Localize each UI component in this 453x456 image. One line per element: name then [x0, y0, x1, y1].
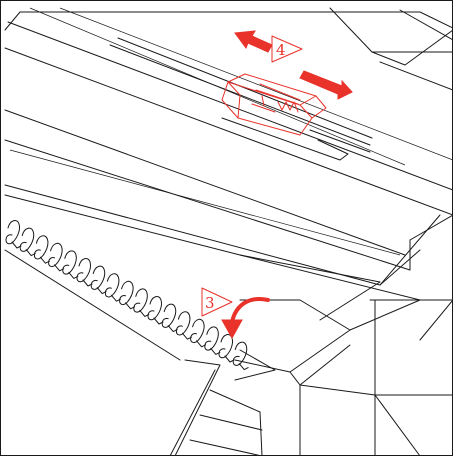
step-3-marker: 3: [201, 287, 233, 317]
step-3-number: 3: [205, 294, 215, 312]
coil-ring: [232, 341, 248, 366]
coil-ring-tip: [11, 241, 22, 249]
step-4-marker: 4: [271, 35, 303, 63]
coil-binding-spine: [5, 220, 249, 371]
coil-ring-tip: [181, 332, 192, 340]
coil-ring: [133, 288, 148, 313]
coil-ring-tip: [125, 302, 136, 310]
coil-ring: [19, 227, 35, 252]
coil-ring-tip: [210, 347, 221, 355]
lower-base: [4, 249, 453, 456]
coil-ring-tip: [96, 287, 107, 295]
coil-ring: [33, 235, 49, 260]
coil-ring-tip: [68, 271, 79, 279]
coil-ring-tip: [224, 355, 235, 363]
cover-plate: [4, 194, 421, 456]
slide-track: [109, 37, 373, 161]
slider-handle: [221, 73, 327, 136]
coil-ring-tip: [196, 340, 207, 348]
coil-ring-tip: [110, 294, 121, 302]
coil-ring-tip: [39, 256, 50, 264]
coil-ring: [175, 311, 191, 336]
coil-ring: [104, 273, 120, 298]
coil-ring-tip: [238, 363, 249, 371]
coil-ring-tip: [167, 325, 178, 333]
coil-ring: [204, 326, 219, 351]
coil-ring: [218, 334, 233, 359]
coil-ring: [161, 303, 177, 328]
slide-double-arrow: [234, 30, 353, 100]
coil-ring: [90, 265, 106, 290]
upper-housing: [4, 7, 453, 216]
coil-ring: [62, 250, 77, 275]
middle-deck: [4, 109, 453, 286]
rotate-curved-arrow: [221, 297, 270, 340]
coil-ring-tip: [153, 317, 164, 325]
coil-ring-tip: [139, 309, 150, 317]
grip-pattern: [277, 101, 299, 113]
coil-ring: [76, 258, 91, 283]
coil-ring: [190, 318, 205, 344]
coil-ring: [119, 280, 134, 306]
coil-ring-tip: [82, 279, 93, 287]
coil-ring-tip: [54, 264, 65, 272]
step-4-number: 4: [276, 41, 286, 59]
coil-ring: [147, 296, 162, 321]
coil-ring: [5, 220, 20, 245]
coil-ring: [48, 242, 63, 268]
coil-ring-tip: [25, 249, 36, 257]
